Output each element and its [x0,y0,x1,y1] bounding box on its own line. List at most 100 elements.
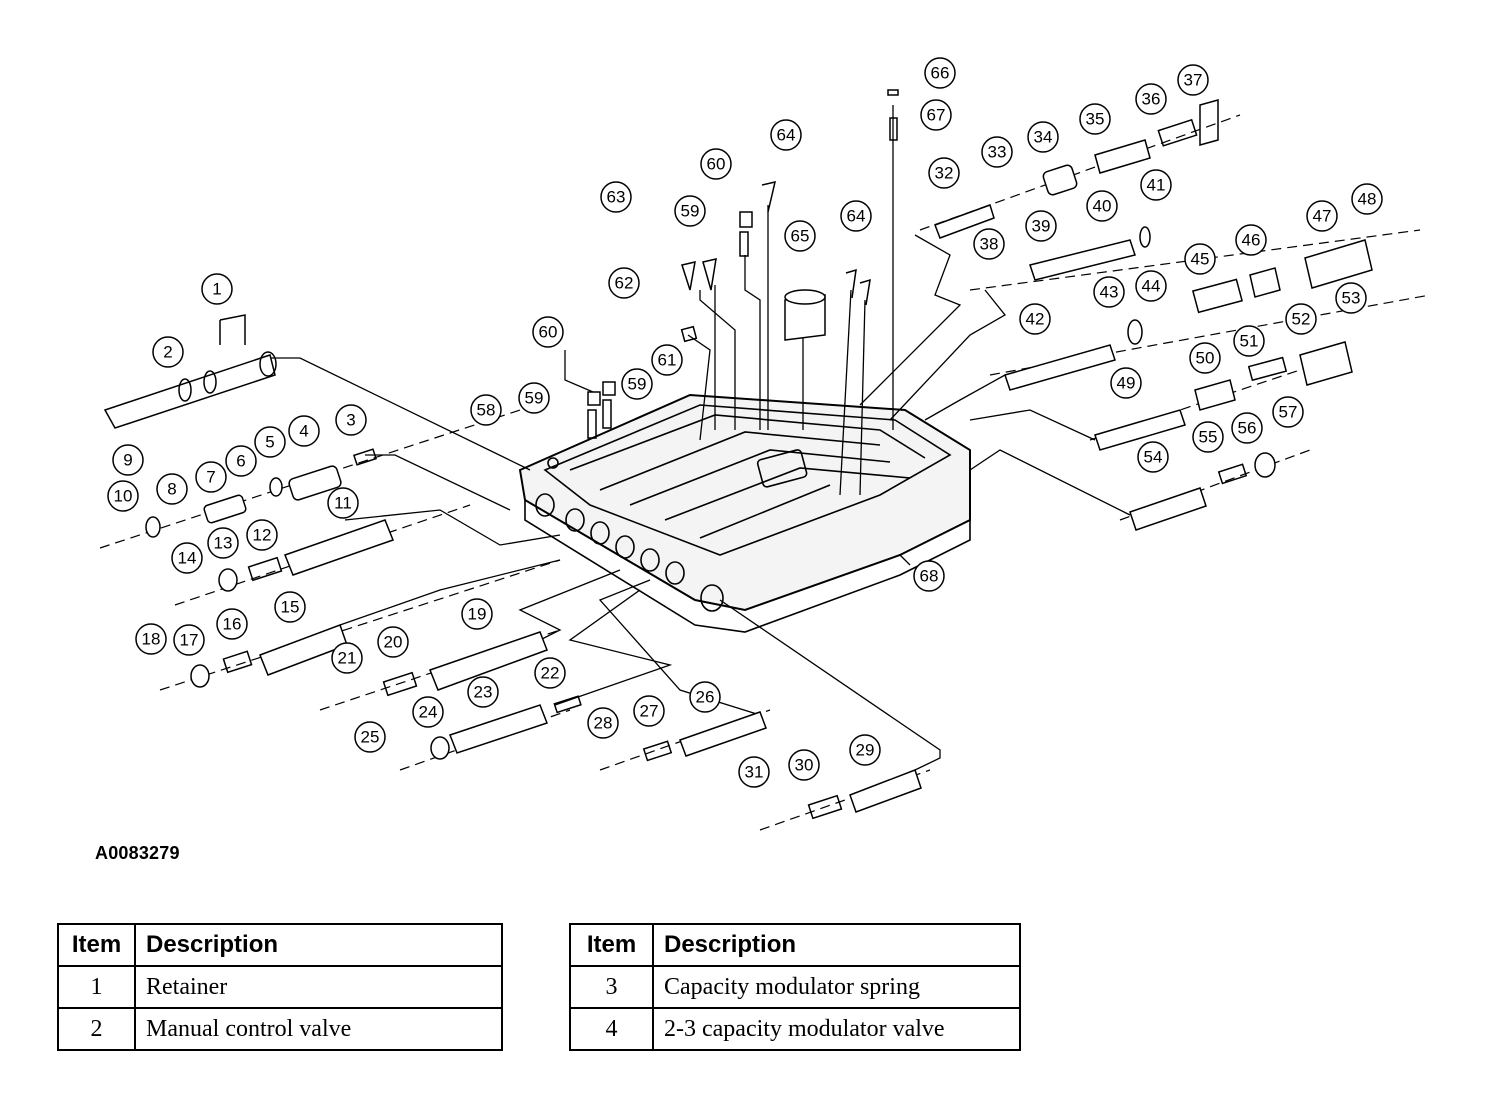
svg-text:57: 57 [1279,403,1298,422]
callout-23: 23 [467,676,499,708]
description-column-header: Description [652,923,1021,967]
svg-text:21: 21 [338,649,357,668]
svg-text:9: 9 [123,451,132,470]
callout-56: 56 [1231,412,1263,444]
callout-59c: 59 [674,195,706,227]
svg-text:11: 11 [334,494,352,513]
svg-text:33: 33 [988,143,1007,162]
callout-58: 58 [470,394,502,426]
svg-text:26: 26 [696,688,715,707]
svg-text:31: 31 [745,763,764,782]
leader-lines [265,105,1131,771]
callout-2: 2 [152,336,184,368]
callout-37: 37 [1177,64,1209,96]
svg-text:68: 68 [920,567,939,586]
callout-45: 45 [1184,243,1216,275]
callout-35: 35 [1079,103,1111,135]
callout-1: 1 [201,273,233,305]
callout-62: 62 [608,267,640,299]
svg-text:49: 49 [1117,374,1136,393]
svg-text:19: 19 [468,605,487,624]
svg-text:23: 23 [474,683,493,702]
valve-body [518,393,971,633]
svg-text:54: 54 [1144,448,1163,467]
callout-40: 40 [1086,190,1118,222]
svg-text:63: 63 [607,188,626,207]
callout-67: 67 [920,99,952,131]
callout-17: 17 [173,624,205,656]
figure-id-label: A0083279 [95,843,180,863]
callout-64a: 64 [770,119,802,151]
svg-text:8: 8 [167,480,176,499]
svg-text:58: 58 [477,401,496,420]
callout-68: 68 [913,560,945,592]
svg-text:4: 4 [299,422,308,441]
svg-text:56: 56 [1238,419,1257,438]
callout-19: 19 [461,598,493,630]
callout-8: 8 [156,473,188,505]
svg-text:43: 43 [1100,283,1119,302]
svg-text:29: 29 [856,741,875,760]
callout-54: 54 [1137,441,1169,473]
callout-26: 26 [689,681,721,713]
description-column-header: Description [134,923,503,967]
callouts: 1 2 3 4 5 6 7 8 9 10 11 12 13 14 15 16 1… [107,57,1383,788]
svg-text:6: 6 [236,452,245,471]
callout-7: 7 [195,461,227,493]
svg-text:50: 50 [1196,349,1215,368]
svg-text:46: 46 [1242,231,1261,250]
svg-text:65: 65 [791,227,810,246]
svg-text:12: 12 [253,526,272,545]
svg-text:7: 7 [206,468,215,487]
callout-53: 53 [1335,282,1367,314]
svg-text:45: 45 [1191,250,1210,269]
svg-text:38: 38 [980,235,999,254]
callout-9: 9 [112,444,144,476]
callout-52: 52 [1285,303,1317,335]
callout-25: 25 [354,721,386,753]
legend-header-row: Item Description [57,923,503,967]
callout-14: 14 [171,542,203,574]
callout-5: 5 [254,426,286,458]
callout-59b: 59 [621,368,653,400]
callout-18: 18 [135,623,167,655]
callout-38: 38 [973,228,1005,260]
callout-33: 33 [981,136,1013,168]
svg-text:48: 48 [1358,190,1377,209]
callout-27: 27 [633,695,665,727]
svg-text:41: 41 [1147,176,1166,195]
callout-34: 34 [1027,121,1059,153]
callout-61: 61 [651,344,683,376]
item-number: 4 [569,1007,654,1051]
svg-text:25: 25 [361,728,380,747]
callout-57: 57 [1272,396,1304,428]
legend-row: 3 Capacity modulator spring [569,965,1021,1009]
callout-15: 15 [274,591,306,623]
svg-text:22: 22 [541,664,560,683]
svg-text:67: 67 [927,106,946,125]
callout-12: 12 [246,519,278,551]
callout-30: 30 [788,749,820,781]
exploded-valve-body-diagram: 1 2 3 4 5 6 7 8 9 10 11 12 13 14 15 16 1… [99,57,1431,831]
callout-6: 6 [225,445,257,477]
svg-text:24: 24 [419,703,438,722]
svg-text:64: 64 [847,207,866,226]
svg-text:34: 34 [1034,128,1053,147]
callout-22: 22 [534,657,566,689]
svg-text:17: 17 [180,631,199,650]
legend-row: 4 2-3 capacity modulator valve [569,1007,1021,1051]
svg-text:18: 18 [142,630,161,649]
callout-36: 36 [1135,83,1167,115]
callout-66: 66 [924,57,956,89]
svg-text:13: 13 [214,534,233,553]
callout-39: 39 [1025,210,1057,242]
svg-text:28: 28 [594,714,613,733]
svg-text:59: 59 [525,389,544,408]
svg-text:66: 66 [931,64,950,83]
callout-49: 49 [1110,367,1142,399]
callout-60a: 60 [532,316,564,348]
callout-47: 47 [1306,200,1338,232]
legend-row: 1 Retainer [57,965,503,1009]
callout-21: 21 [331,642,363,674]
item-number: 1 [57,965,136,1009]
